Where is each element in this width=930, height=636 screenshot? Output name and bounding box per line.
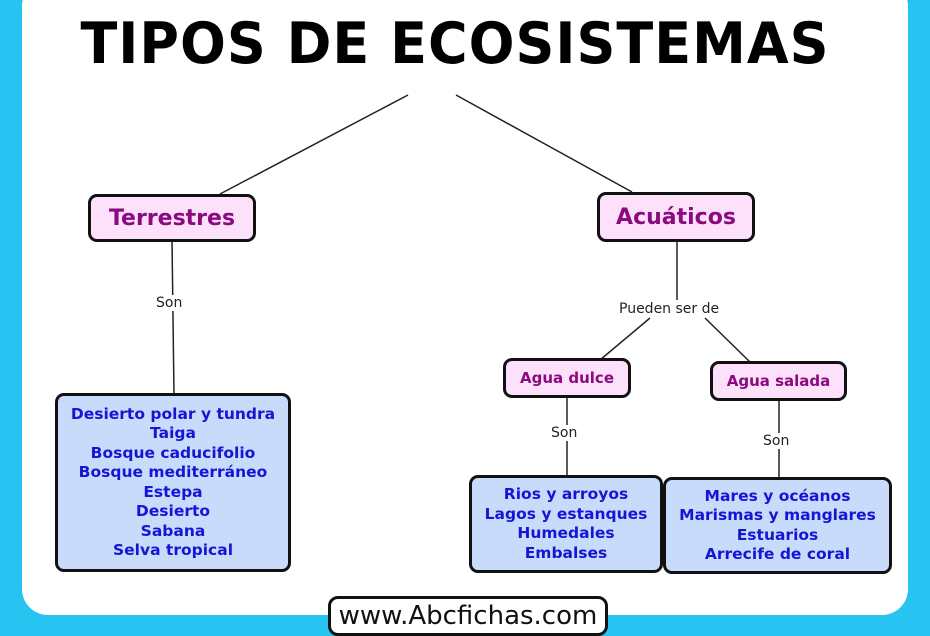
node-agua-dulce: Agua dulce bbox=[503, 358, 631, 398]
line-title-acuaticos bbox=[455, 94, 633, 193]
link-label-son: Son bbox=[549, 425, 580, 441]
link-label-pueden-ser-de: Pueden ser de bbox=[617, 301, 722, 317]
node-agua-salada: Agua salada bbox=[710, 361, 847, 401]
list-item: Embalses bbox=[524, 543, 608, 562]
list-item: Rios y arroyos bbox=[503, 485, 629, 503]
line-terrestres-list bbox=[171, 239, 175, 396]
list-item: Mares y océanos bbox=[704, 486, 851, 505]
list-item: Desierto polar y tundra bbox=[70, 404, 276, 423]
list-item: Humedales bbox=[517, 524, 615, 542]
list-item: Sabana bbox=[140, 521, 206, 540]
list-agua-salada: Mares y océanos Marismas y manglares Est… bbox=[663, 477, 892, 574]
link-label-son: Son bbox=[154, 295, 185, 311]
list-item: Marismas y manglares bbox=[679, 506, 876, 524]
list-agua-dulce: Rios y arroyos Lagos y estanques Humedal… bbox=[469, 475, 663, 573]
page-title: TIPOS DE ECOSISTEMAS bbox=[80, 10, 830, 77]
list-item: Bosque mediterráneo bbox=[78, 463, 268, 481]
node-acuaticos: Acuáticos bbox=[597, 192, 755, 242]
list-item: Arrecife de coral bbox=[704, 545, 851, 563]
list-item: Selva tropical bbox=[112, 541, 234, 559]
list-item: Taiga bbox=[150, 424, 196, 442]
list-item: Desierto bbox=[135, 502, 211, 520]
website-footer: www.Abcfichas.com bbox=[328, 596, 608, 636]
node-terrestres: Terrestres bbox=[88, 194, 256, 242]
list-item: Lagos y estanques bbox=[484, 504, 648, 523]
list-item: Estepa bbox=[143, 482, 203, 501]
line-title-terrestres bbox=[219, 94, 409, 195]
line-label-dulce bbox=[599, 317, 651, 361]
line-label-salada bbox=[704, 317, 751, 363]
list-terrestres: Desierto polar y tundra Taiga Bosque cad… bbox=[55, 393, 291, 572]
link-label-son: Son bbox=[761, 433, 792, 449]
list-item: Estuarios bbox=[736, 525, 819, 544]
list-item: Bosque caducifolio bbox=[90, 443, 256, 462]
